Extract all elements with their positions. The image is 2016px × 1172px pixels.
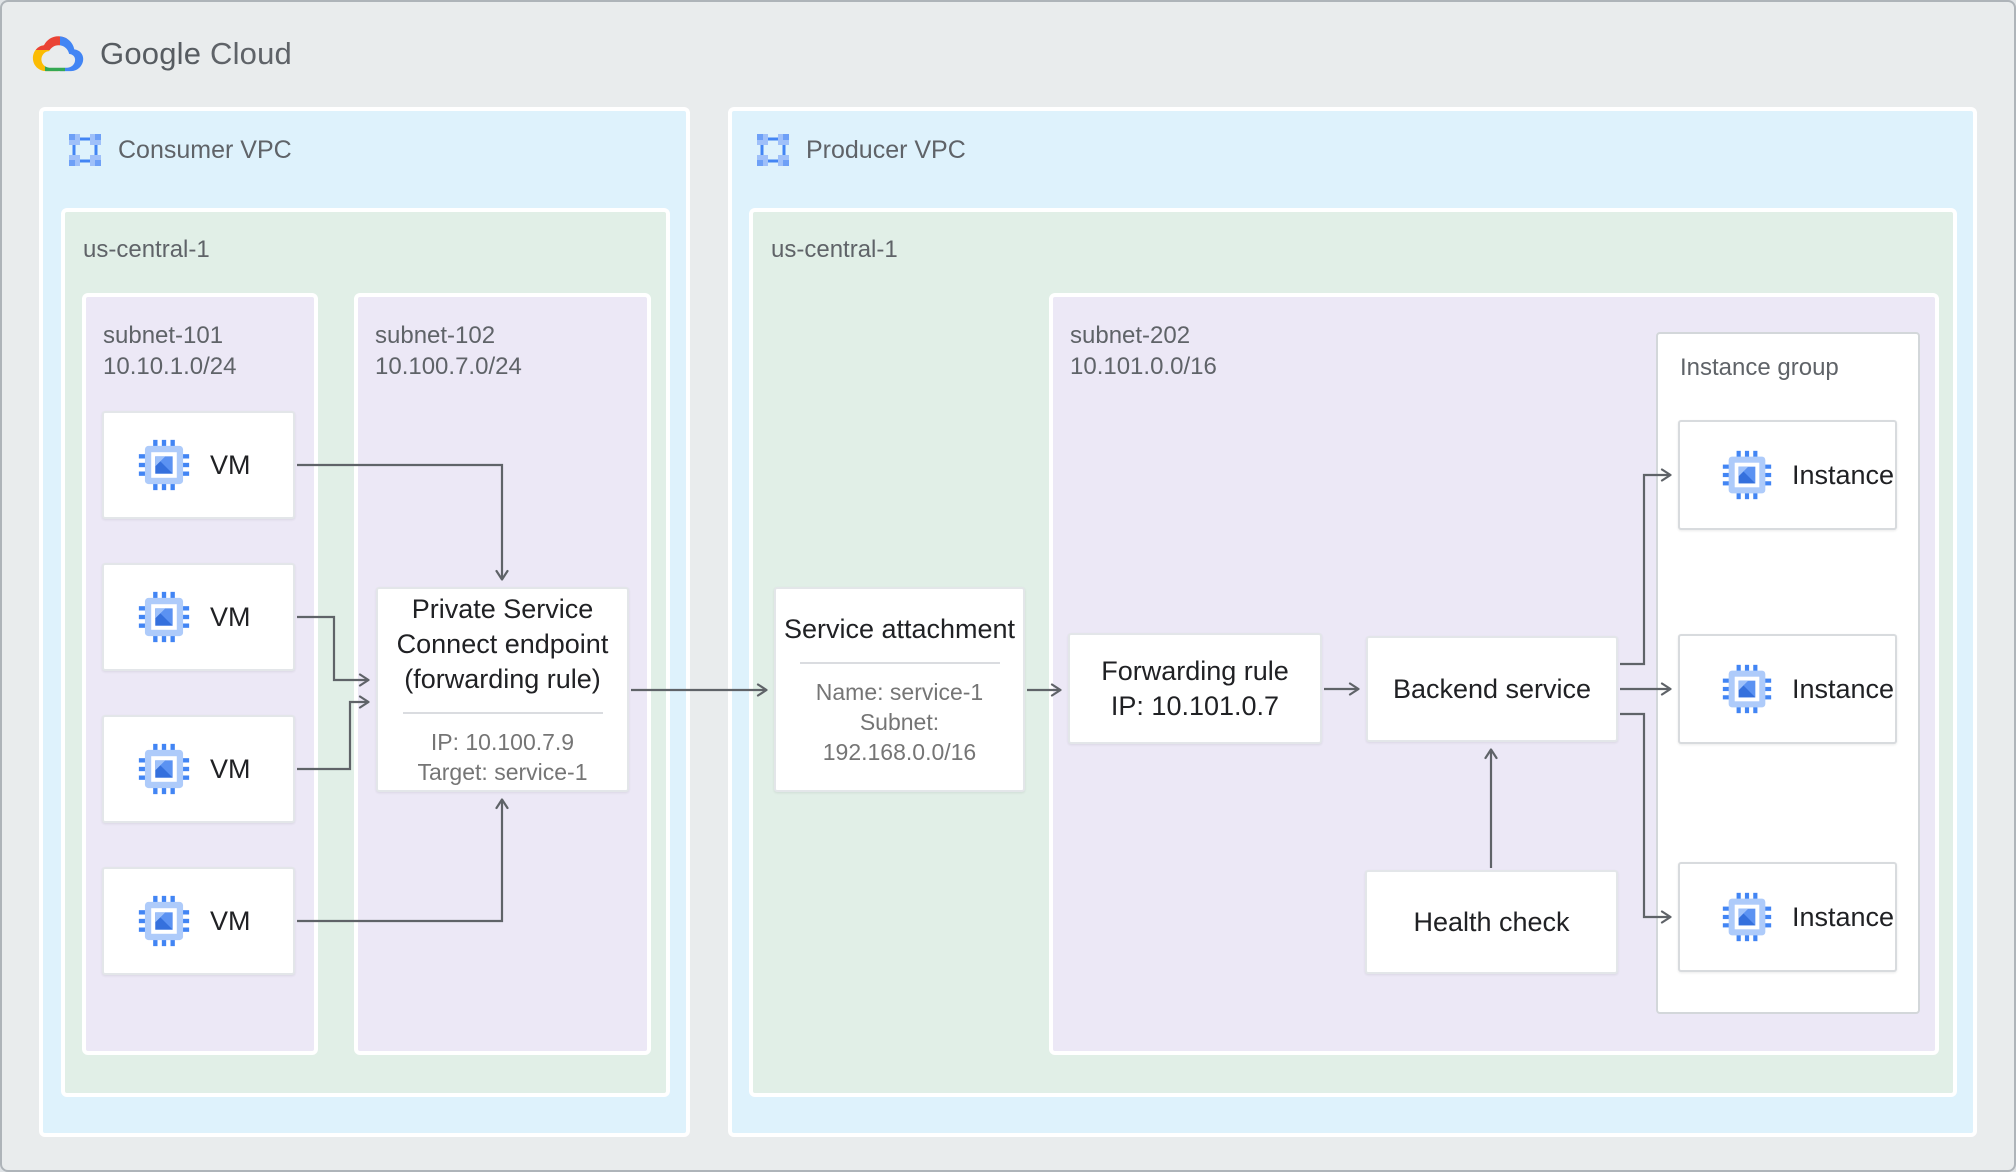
subnet-202-name: subnet-202 <box>1070 322 1191 349</box>
consumer-region-label: us-central-1 <box>83 236 210 263</box>
instance-node-3: Instance <box>1678 862 1897 972</box>
instance-label: Instance <box>1792 901 1895 932</box>
subnet-101-label: subnet-101 10.10.1.0/24 <box>103 320 236 382</box>
vm-label: VM <box>210 905 251 936</box>
compute-vm-icon <box>138 439 190 491</box>
instance-label: Instance <box>1792 459 1895 490</box>
subnet-202-label: subnet-202 10.101.0.0/16 <box>1070 320 1217 382</box>
logo-cloud-text: Cloud <box>210 36 292 71</box>
backend-service-title: Backend service <box>1392 673 1592 704</box>
producer-vpc-header: Producer VPC <box>754 131 966 169</box>
vm-node-4: VM <box>102 867 295 975</box>
google-cloud-logo: Google Cloud <box>32 32 292 76</box>
health-check-node: Health check <box>1365 870 1618 974</box>
compute-vm-icon <box>138 895 190 947</box>
instance-node-1: Instance <box>1678 420 1897 530</box>
vm-node-3: VM <box>102 715 295 823</box>
vm-label: VM <box>210 601 251 632</box>
subnet-102-label: subnet-102 10.100.7.0/24 <box>375 320 522 382</box>
service-attachment-node: Service attachment Name: service-1 Subne… <box>774 587 1025 792</box>
subnet-102-name: subnet-102 <box>375 322 496 349</box>
compute-instance-icon <box>1722 664 1772 714</box>
compute-vm-icon <box>138 591 190 643</box>
consumer-vpc-label: Consumer VPC <box>118 135 292 164</box>
subnet-101-cidr: 10.10.1.0/24 <box>103 353 237 380</box>
divider <box>799 662 1000 664</box>
instance-node-2: Instance <box>1678 634 1897 744</box>
vm-node-2: VM <box>102 563 295 671</box>
vpc-network-icon <box>69 134 101 166</box>
vm-label: VM <box>210 753 251 784</box>
vpc-network-icon <box>757 134 789 166</box>
psc-endpoint-node: Private Service Connect endpoint (forwar… <box>376 587 629 792</box>
service-attachment-details: Name: service-1 Subnet: 192.168.0.0/16 <box>815 679 984 765</box>
instance-group-label: Instance group <box>1680 354 1839 381</box>
psc-endpoint-details: IP: 10.100.7.9 Target: service-1 <box>417 729 588 785</box>
compute-vm-icon <box>138 743 190 795</box>
compute-instance-icon <box>1722 450 1772 500</box>
google-cloud-wordmark: Google Cloud <box>100 36 292 72</box>
google-cloud-icon <box>32 36 84 72</box>
subnet-102-cidr: 10.100.7.0/24 <box>375 353 522 380</box>
logo-google-text: Google <box>100 36 202 71</box>
health-check-title: Health check <box>1413 906 1570 937</box>
consumer-vpc-header: Consumer VPC <box>66 131 292 169</box>
subnet-101-name: subnet-101 <box>103 322 224 349</box>
producer-vpc-label: Producer VPC <box>806 135 966 164</box>
forwarding-rule-node: Forwarding rule IP: 10.101.0.7 <box>1068 633 1322 744</box>
vm-label: VM <box>210 449 251 480</box>
vm-node-1: VM <box>102 411 295 519</box>
subnet-202-cidr: 10.101.0.0/16 <box>1070 353 1217 380</box>
producer-region-label: us-central-1 <box>771 236 898 263</box>
backend-service-node: Backend service <box>1366 636 1618 742</box>
compute-instance-icon <box>1722 892 1772 942</box>
psc-endpoint-title: Private Service Connect endpoint (forwar… <box>396 594 609 694</box>
forwarding-rule-title: Forwarding rule IP: 10.101.0.7 <box>1101 655 1289 721</box>
service-attachment-title: Service attachment <box>783 614 1016 644</box>
instance-label: Instance <box>1792 673 1895 704</box>
divider <box>402 712 603 714</box>
